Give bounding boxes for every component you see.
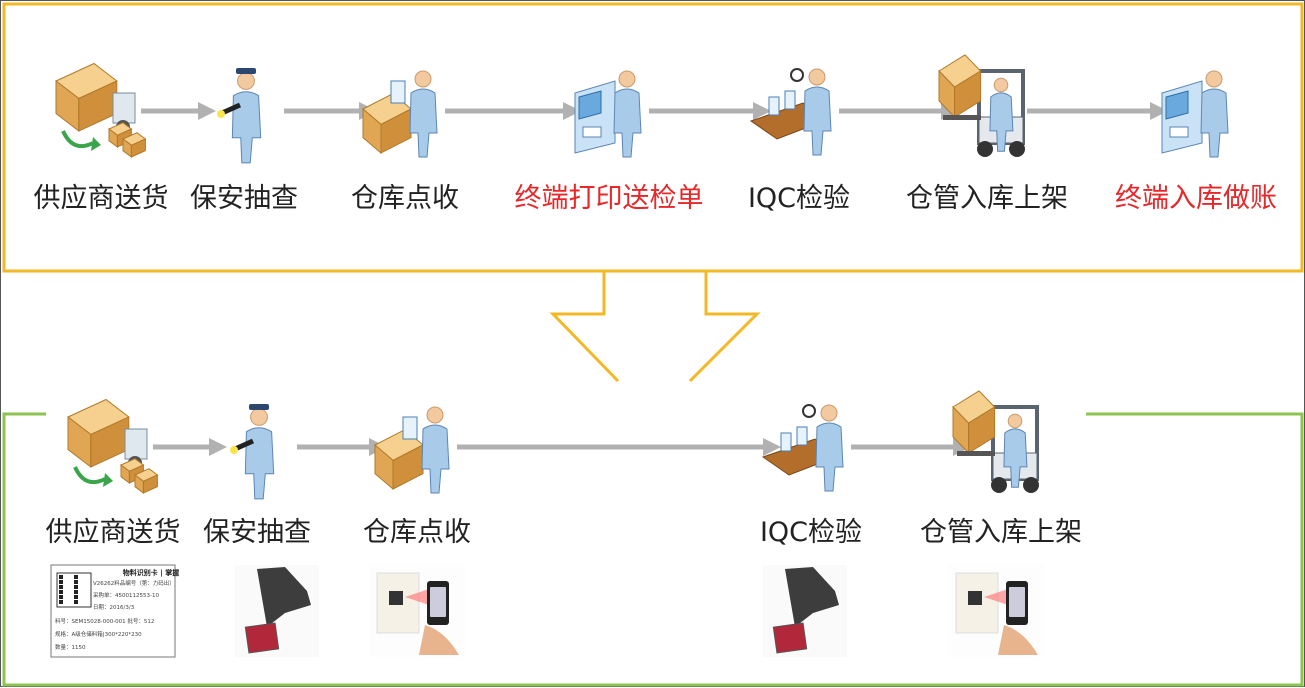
- label-card-line-5: 规格：A级仓储料箱|300*220*230: [55, 630, 142, 638]
- top-process-box: [2, 2, 1304, 273]
- forklift-top-icon: [938, 54, 1025, 157]
- top-step-label-1: 供应商送货: [33, 183, 169, 214]
- label-card-line-4: 料号：SEM15028-000-001 批号：512: [55, 617, 154, 625]
- label-card-line-1: V26262料品编号（第：力码出）: [93, 579, 175, 587]
- transition-down-arrow: [549, 271, 620, 383]
- warehouse-receiving-bottom-icon: [374, 406, 450, 494]
- phone-scan-image-2: [948, 565, 1044, 657]
- top-flow-arrow-3: [445, 102, 581, 120]
- barcode-scanner-image: [235, 565, 319, 657]
- top-step-label-7: 终端入库做账: [1115, 183, 1277, 214]
- bottom-step-label-3: 仓库点收: [363, 517, 471, 548]
- label-card-line-2: 采购单：4500112553-10: [93, 591, 159, 599]
- top-step-label-3: 仓库点收: [351, 183, 459, 214]
- bottom-process-box: [2, 412, 1304, 687]
- delivery-truck-top-icon: [55, 62, 147, 159]
- label-card-line-6: 数量：1150: [55, 643, 86, 651]
- top-step-label-5: IQC检验: [747, 183, 851, 214]
- bottom-flow-arrow-1: [153, 438, 227, 456]
- security-guard-top-icon: [217, 68, 262, 164]
- top-flow-arrow-1: [141, 102, 216, 120]
- bottom-step-label-5: 仓管入库上架: [920, 517, 1082, 548]
- label-card-title: 物料识别卡 | 掌握: [123, 568, 179, 578]
- terminal-accounting-top-icon: [1161, 70, 1229, 158]
- security-guard-bottom-icon: [230, 404, 275, 500]
- top-step-label-2: 保安抽查: [190, 183, 298, 214]
- top-flow-arrow-6: [1027, 102, 1168, 120]
- top-flow-arrow-5: [839, 102, 959, 120]
- iqc-inspection-bottom-icon: [761, 404, 844, 492]
- barcode-scanner-image-2: [763, 565, 847, 657]
- label-card-line-3: 日期：2016/3/3: [93, 604, 135, 611]
- top-step-label-6: 仓管入库上架: [906, 183, 1068, 214]
- bottom-flow-arrow-4: [851, 438, 971, 456]
- phone-scan-image: [369, 565, 465, 657]
- bottom-step-label-2: 保安抽查: [203, 517, 311, 548]
- transition-down-arrow-right: [688, 271, 761, 383]
- bottom-flow-arrow-3: [457, 438, 781, 456]
- forklift-bottom-icon: [952, 390, 1039, 493]
- top-step-label-4: 终端打印送检单: [514, 183, 704, 214]
- bottom-step-label-4: IQC检验: [759, 517, 863, 548]
- warehouse-receiving-top-icon: [362, 70, 438, 158]
- bottom-step-label-1: 供应商送货: [45, 517, 181, 548]
- delivery-truck-bottom-icon: [67, 398, 159, 494]
- iqc-inspection-top-icon: [749, 68, 832, 156]
- terminal-print-top-icon: [574, 70, 642, 158]
- top-flow-arrow-4: [649, 102, 771, 120]
- bottom-flow-arrow-2: [297, 438, 387, 456]
